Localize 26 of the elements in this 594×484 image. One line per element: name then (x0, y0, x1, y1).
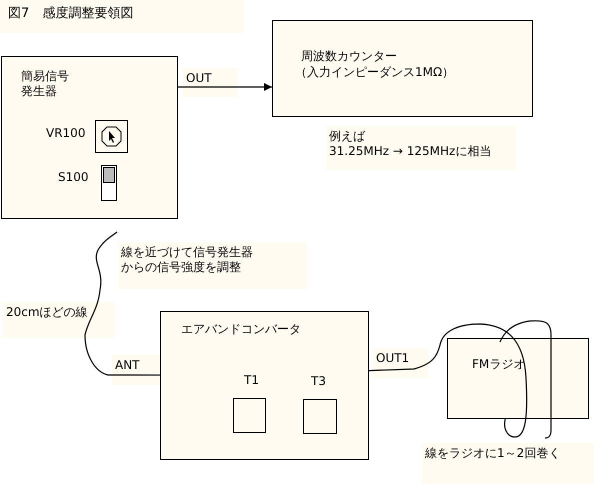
device-label: 簡易信号発生器 (21, 69, 70, 99)
note-text: 31.25MHz → 125MHzに相当 (329, 144, 492, 159)
trimmer-box (303, 399, 337, 434)
edge-label: ANT (112, 355, 160, 385)
trimmer-box (233, 398, 266, 433)
arrow (178, 82, 272, 91)
part-label: S100 (58, 170, 89, 185)
edge-label: OUT (183, 68, 237, 97)
device-box (1, 56, 178, 219)
part-label: T1 (244, 373, 259, 388)
title: 図7 感度調整要領図 (8, 6, 134, 21)
device-label: エアバンドコンバータ (181, 322, 301, 337)
device-label: （入力インピーダンス1MΩ） (295, 65, 454, 80)
device-box (272, 20, 533, 117)
note: 線を近づけて信号発生器からの信号強度を調整 (118, 242, 307, 289)
device-box (447, 338, 589, 419)
wire (368, 323, 528, 438)
part-label: T3 (311, 374, 326, 389)
device-box (160, 311, 369, 460)
part-label: VR100 (46, 126, 86, 141)
note-text: 20cmほどの線 (3, 302, 115, 338)
wire (84, 232, 160, 376)
device-label: 周波数カウンター (301, 49, 397, 64)
note-text: 線をラジオに1～2回巻く (422, 443, 594, 484)
edge-label: OUT1 (373, 348, 428, 378)
device-label: FMラジオ (472, 357, 526, 372)
